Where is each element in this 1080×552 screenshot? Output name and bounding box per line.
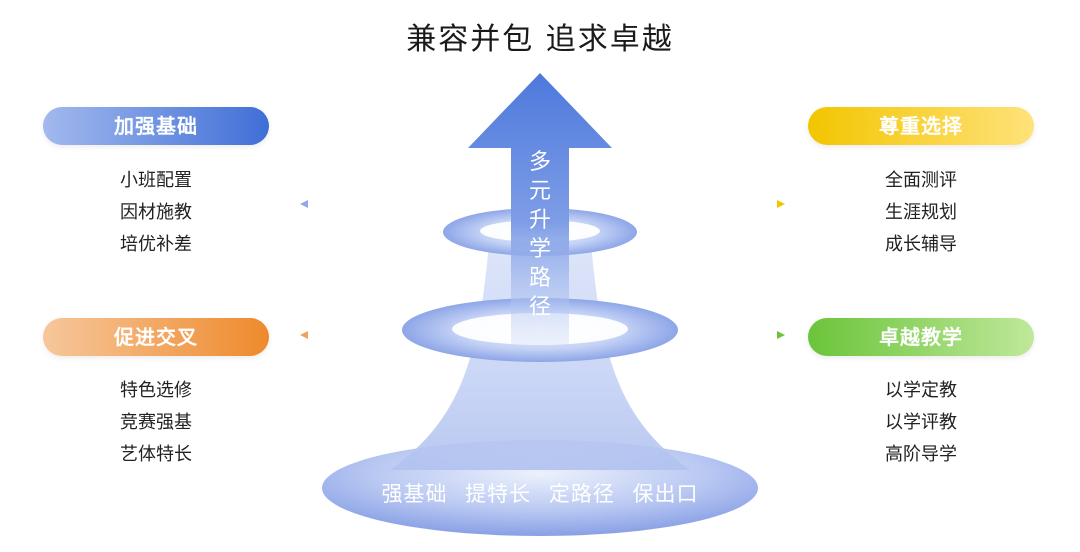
category-list-top-left: 小班配置 因材施教 培优补差	[43, 165, 269, 261]
category-pill-bottom-left: 促进交叉	[43, 318, 269, 356]
list-item: 成长辅导	[885, 234, 957, 255]
arrow-char: 径	[528, 295, 551, 320]
list-item: 高阶导学	[885, 444, 957, 465]
list-item: 因材施教	[120, 202, 192, 223]
page-title: 兼容并包 追求卓越	[406, 22, 674, 57]
base-label: 强基础 提特长 定路径 保出口	[381, 482, 699, 506]
list-item: 培优补差	[120, 234, 192, 255]
category-pill-top-left: 加强基础	[43, 107, 269, 145]
list-item: 以学评教	[885, 412, 957, 433]
arrow-char: 多	[528, 150, 551, 175]
connector-top-right	[650, 200, 785, 208]
connector-top-left	[300, 200, 430, 208]
category-list-bottom-left: 特色选修 竞赛强基 艺体特长	[43, 375, 269, 471]
category-pill-bottom-right: 卓越教学	[808, 318, 1034, 356]
connector-bottom-left	[300, 331, 420, 339]
category-list-top-right: 全面测评 生涯规划 成长辅导	[808, 165, 1034, 261]
list-item: 全面测评	[885, 170, 957, 191]
list-item: 小班配置	[120, 170, 192, 191]
category-pill-top-right: 尊重选择	[808, 107, 1034, 145]
arrow-char: 路	[528, 266, 551, 291]
arrow-label: 多 元 升 学 路 径	[520, 148, 560, 322]
list-item: 生涯规划	[885, 202, 957, 223]
list-item: 以学定教	[885, 380, 957, 401]
list-item: 艺体特长	[120, 444, 192, 465]
list-item: 特色选修	[120, 380, 192, 401]
upward-arrow	[468, 73, 612, 345]
category-list-bottom-right: 以学定教 以学评教 高阶导学	[808, 375, 1034, 471]
arrow-char: 元	[528, 179, 551, 204]
arrow-char: 学	[528, 237, 551, 262]
arrow-char: 升	[528, 208, 551, 233]
connector-bottom-right	[680, 331, 785, 339]
list-item: 竞赛强基	[120, 412, 192, 433]
